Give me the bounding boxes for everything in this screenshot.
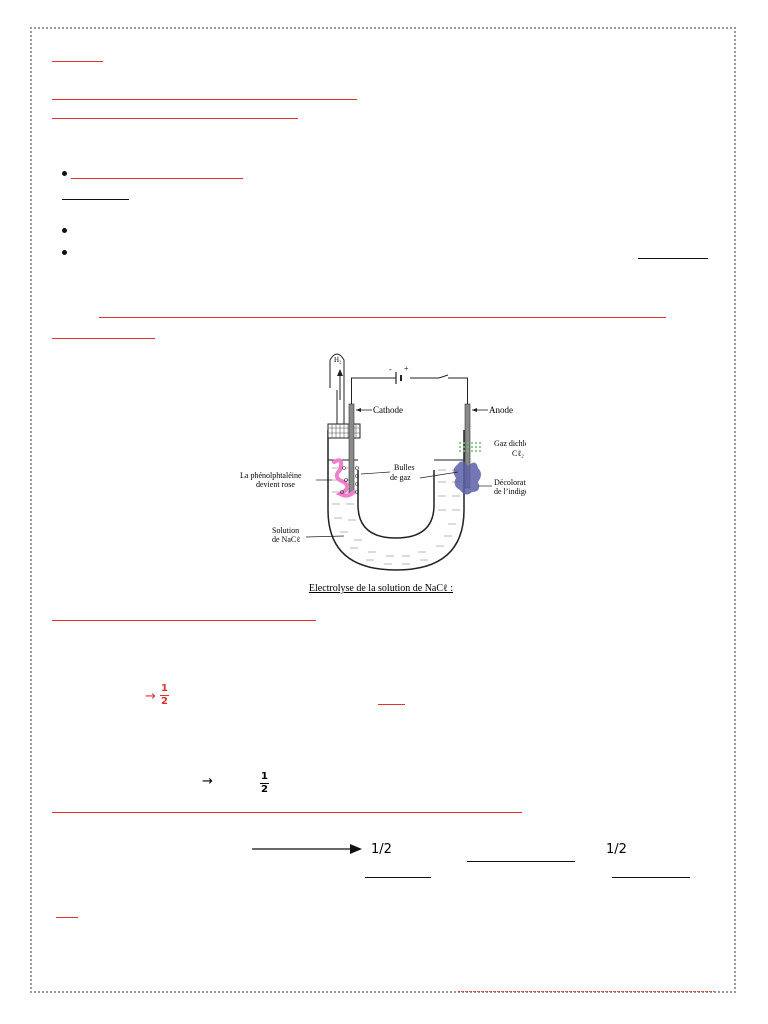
long-reaction-arrow: [252, 844, 362, 854]
global-reaction-heading-underline: [52, 812, 522, 813]
fraction-1-den: 2: [161, 696, 168, 707]
u-tube-outer: [327, 430, 465, 571]
product-underline-3: [612, 877, 690, 878]
bullet-1-underline: [71, 178, 243, 179]
product-underline-1: [467, 861, 575, 862]
fraction-2-den: 2: [261, 784, 268, 795]
gas-bubbles: [340, 466, 359, 494]
bullet-3: [62, 250, 67, 255]
section-heading-underline-1: [52, 99, 357, 100]
indigo-zone: [453, 461, 481, 495]
phenolphtaleine-label-1: La phénolphtaléine: [240, 471, 302, 480]
anode-label: Anode: [489, 405, 513, 415]
fraction-1: 1 2: [160, 684, 169, 707]
experiment-heading-underline-2: [52, 338, 155, 339]
reaction-arrow-2: →: [202, 774, 213, 789]
bullet-3-end-underline: [638, 258, 708, 259]
switch: [438, 374, 449, 379]
battery-minus: -: [389, 365, 392, 374]
solution-label-1: Solution: [272, 526, 299, 535]
term-underline: [62, 199, 129, 200]
fraction-1-num: 1: [160, 683, 169, 696]
coefficient-b: 1/2: [606, 842, 627, 857]
battery-plus: +: [404, 364, 409, 373]
footer-dotted-accent: [458, 991, 714, 992]
experiment-heading-underline-1: [99, 317, 666, 318]
u-tube-inner: [357, 470, 435, 539]
decoloration-label-1: Décoloration: [494, 478, 526, 487]
solution-label-2: de NaCℓ: [272, 535, 300, 544]
h2-tube: [329, 353, 345, 388]
electrolysis-figure: H₂ - + Cathode Anode Gaz dichlore Cℓ₂: [236, 340, 536, 600]
h2-arrow: [337, 369, 343, 376]
u-tube-diagram: H₂ - + Cathode Anode Gaz dichlore Cℓ₂: [240, 353, 536, 571]
chlorine-gas: [459, 442, 481, 452]
product-underline-2: [365, 877, 431, 878]
decoloration-label-2: de l’indigo: [494, 487, 526, 496]
title-underline: [52, 61, 103, 62]
figure-caption: Electrolyse de la solution de NaCℓ :: [308, 583, 454, 594]
bulles-label-2: de gaz: [390, 473, 411, 482]
gas-dichlore-label: Gaz dichlore: [494, 439, 526, 448]
bulles-label-1: Bulles: [394, 463, 414, 472]
phenolphtaleine-label-2: devient rose: [256, 480, 295, 489]
cathode-electrode: [348, 403, 355, 495]
wire: [351, 377, 468, 404]
coefficient-a: 1/2: [371, 842, 392, 857]
h2-label: H₂: [334, 356, 342, 364]
fraction-2: 1 2: [260, 772, 269, 795]
remark-underline: [56, 917, 78, 918]
cl2-label: Cℓ₂: [512, 449, 524, 458]
eq1-underline: [378, 704, 405, 705]
phenolphtaleine-pink: [332, 458, 356, 498]
section-heading-underline-2: [52, 118, 298, 119]
bullet-2: [62, 228, 67, 233]
bullet-1: [62, 171, 67, 176]
fraction-2-num: 1: [260, 771, 269, 784]
reactions-heading-underline: [52, 620, 316, 621]
cathode-label: Cathode: [373, 405, 403, 415]
page-border: [30, 27, 736, 993]
reaction-arrow-1: →: [145, 689, 156, 704]
